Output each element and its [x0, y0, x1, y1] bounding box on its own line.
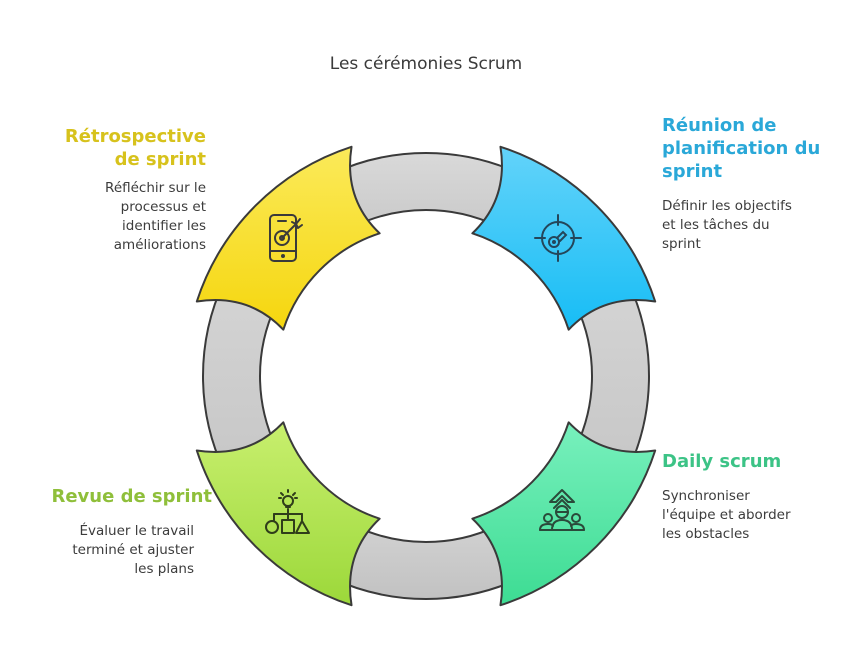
step-retrospective-description: Réfléchir sur le processus et identifier…: [105, 180, 206, 253]
idea-hierarchy-icon: [265, 489, 310, 534]
step-retrospective-title: Rétrospective de sprint: [64, 126, 206, 170]
target-key-icon: [534, 214, 582, 262]
diagram-title: Les cérémonies Scrum: [329, 54, 523, 74]
step-review-title: Revue de sprint: [51, 486, 212, 507]
phone-target-icon: [269, 214, 303, 262]
ceremony-segments: [195, 145, 657, 607]
step-review-description: Évaluer le travail terminé et ajuster le…: [72, 523, 194, 577]
step-planning: Réunion de planification du sprint Défin…: [662, 114, 842, 254]
segment-daily: [471, 421, 657, 607]
step-planning-title: Réunion de planification du sprint: [662, 115, 821, 182]
step-daily-title: Daily scrum: [662, 451, 782, 472]
team-growth-icon: [539, 489, 585, 531]
step-daily: Daily scrum Synchroniser l'équipe et abo…: [662, 450, 842, 544]
icons: [265, 214, 585, 534]
step-retrospective: Rétrospective de sprint Réfléchir sur le…: [40, 125, 206, 255]
step-review: Revue de sprint Évaluer le travail termi…: [30, 485, 212, 579]
step-planning-description: Définir les objectifs et les tâches du s…: [662, 198, 792, 252]
step-daily-description: Synchroniser l'équipe et aborder les obs…: [662, 488, 791, 542]
